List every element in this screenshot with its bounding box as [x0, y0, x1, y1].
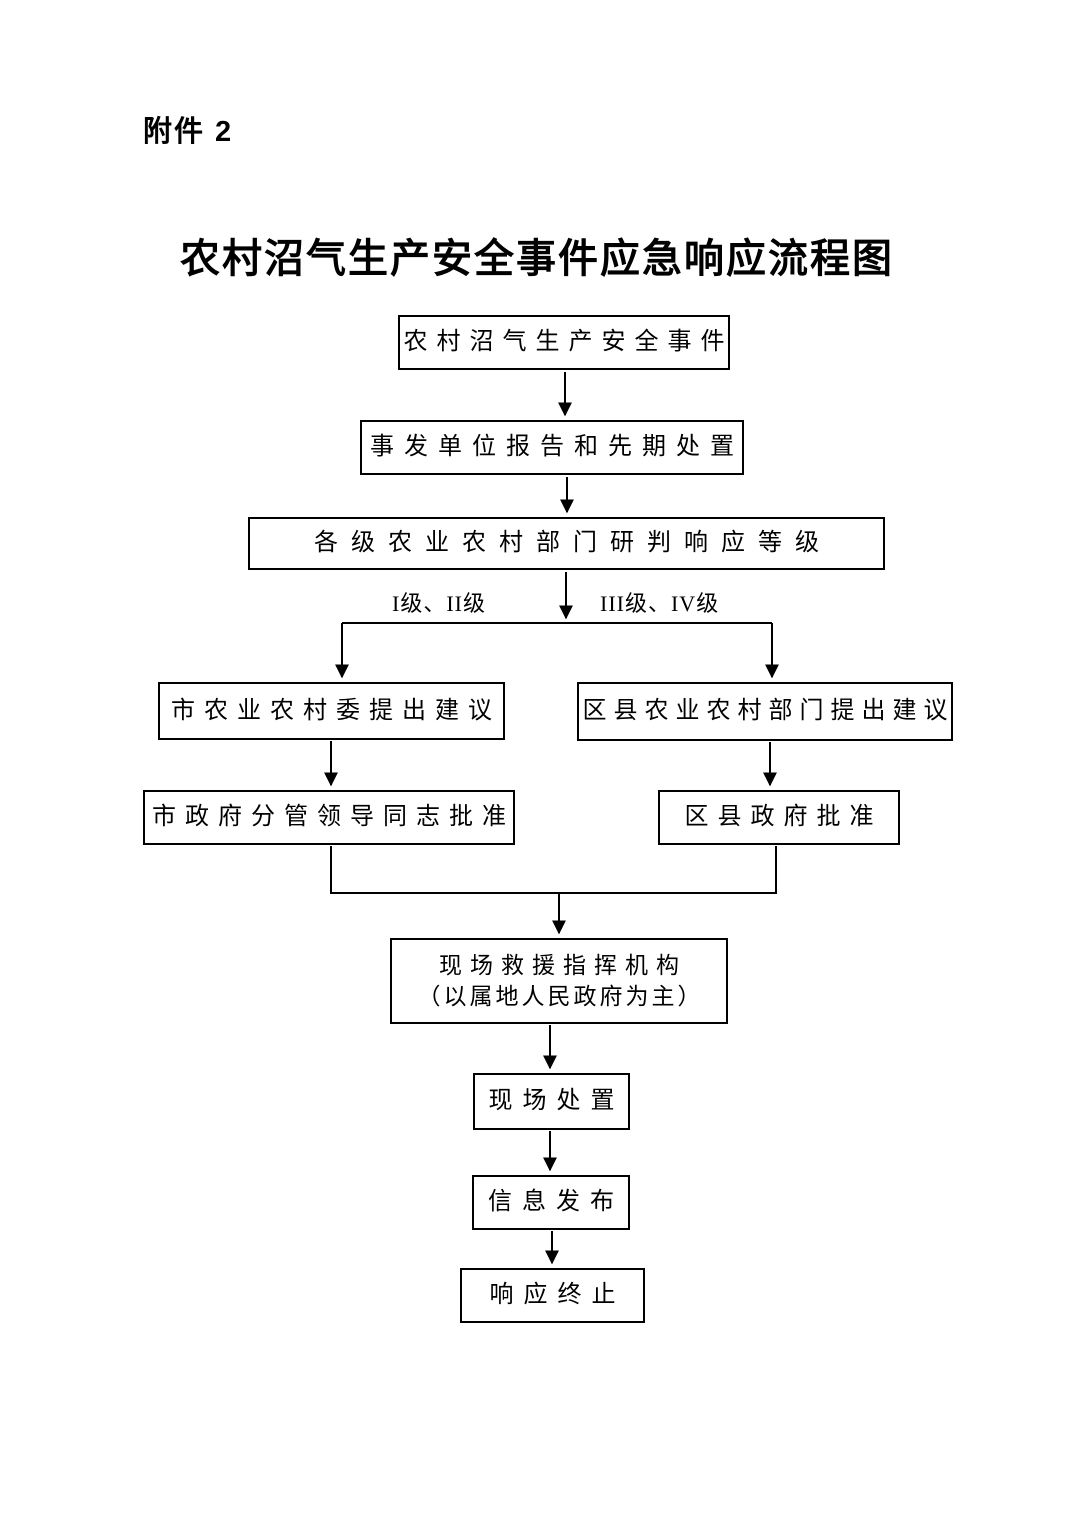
flow-node-city-suggest: 市农业农村委提出建议	[158, 682, 505, 740]
flow-node-district-approve: 区县政府批准	[658, 790, 900, 845]
flow-node-terminate: 响应终止	[460, 1268, 645, 1323]
flow-node-command-line2: （以属地人民政府为主）	[417, 984, 704, 1009]
flow-node-city-approve: 市政府分管领导同志批准	[143, 790, 515, 845]
flow-node-incident: 农村沼气生产安全事件	[398, 315, 730, 370]
flow-node-report: 事发单位报告和先期处置	[360, 420, 744, 475]
flow-node-command: 现场救援指挥机构 （以属地人民政府为主）	[390, 938, 728, 1024]
flow-node-publish: 信息发布	[472, 1175, 630, 1230]
flow-node-assess: 各级农业农村部门研判响应等级	[248, 517, 885, 570]
branch-label-level-3-4: III级、IV级	[600, 591, 720, 616]
flow-node-district-suggest: 区县农业农村部门提出建议	[577, 682, 953, 741]
attachment-label: 附件 2	[143, 116, 234, 148]
flow-node-onsite: 现场处置	[473, 1073, 630, 1130]
branch-label-level-1-2: I级、II级	[392, 591, 486, 616]
page-title: 农村沼气生产安全事件应急响应流程图	[180, 236, 894, 281]
flow-node-command-line1: 现场救援指挥机构	[439, 952, 687, 978]
